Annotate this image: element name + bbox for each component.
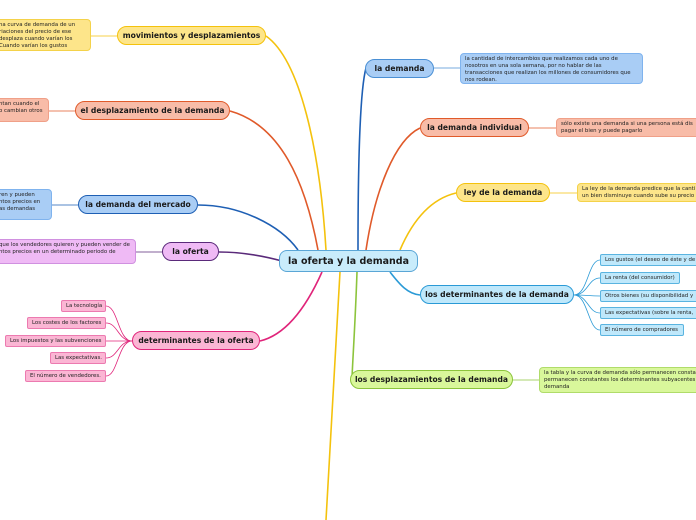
link-demanda-individual xyxy=(365,127,421,251)
list-item[interactable]: Los gustos (el deseo de éste y de xyxy=(600,254,696,266)
link-bottom xyxy=(325,271,341,520)
topic-demanda-individual[interactable]: la demanda individual xyxy=(420,118,529,137)
list-item[interactable]: El número de vendedores. xyxy=(25,370,106,382)
note-demanda-individual: sólo existe una demanda si una persona e… xyxy=(556,118,696,137)
list-item[interactable]: La renta (del consumidor) xyxy=(600,272,680,284)
note-la-demanda: la cantidad de intercambios que realizam… xyxy=(460,53,643,84)
link-determinantes-oferta xyxy=(259,271,323,342)
link-ley-demanda xyxy=(399,192,457,251)
link-movimientos xyxy=(265,35,327,251)
topic-determinantes-demanda[interactable]: los determinantes de la demanda xyxy=(420,285,574,304)
topic-ley-demanda[interactable]: ley de la demanda xyxy=(456,183,550,202)
topic-la-demanda[interactable]: la demanda xyxy=(365,59,434,78)
list-item[interactable]: Las expectativas. xyxy=(50,352,106,364)
list-item[interactable]: La tecnología xyxy=(61,300,106,312)
list-item[interactable]: El número de compradores xyxy=(600,324,684,336)
topic-demanda-mercado[interactable]: la demanda del mercado xyxy=(78,195,198,214)
note-movimientos: na curva de demanda de un riaciones del … xyxy=(0,19,91,51)
link-oferta xyxy=(218,251,283,262)
link-determinantes-demanda xyxy=(389,271,421,296)
list-item[interactable]: Los impuestos y las subvenciones xyxy=(5,335,106,347)
note-desplazamientos: la tabla y la curva de demanda sólo perm… xyxy=(539,367,696,393)
link-desplazamiento-demanda xyxy=(229,110,319,251)
link-demanda-mercado xyxy=(197,204,299,251)
note-desplazamiento-demanda: ntan cuando el o cambian otros xyxy=(0,98,49,122)
link-la-demanda xyxy=(357,67,367,251)
list-item[interactable]: Otros bienes (su disponibilidad y xyxy=(600,290,696,302)
note-ley-demanda: La ley de la demanda predice que la cant… xyxy=(577,183,696,202)
topic-determinantes-oferta[interactable]: determinantes de la oferta xyxy=(132,331,260,350)
topic-oferta[interactable]: la oferta xyxy=(162,242,219,261)
link-desplazamientos xyxy=(351,271,358,381)
list-item[interactable]: Las expectativas (sobre la renta, xyxy=(600,307,696,319)
list-item[interactable]: Los costes de los factores xyxy=(27,317,106,329)
note-demanda-mercado: ren y pueden ntos precios en as demandas xyxy=(0,189,52,220)
topic-desplazamientos[interactable]: los desplazamientos de la demanda xyxy=(350,370,513,389)
topic-movimientos[interactable]: movimientos y desplazamientos xyxy=(117,26,266,45)
topic-desplazamiento-demanda[interactable]: el desplazamiento de la demanda xyxy=(75,101,230,120)
note-oferta: que los vendedores quieren y pueden vend… xyxy=(0,239,136,264)
central-topic[interactable]: la oferta y la demanda xyxy=(279,250,418,272)
